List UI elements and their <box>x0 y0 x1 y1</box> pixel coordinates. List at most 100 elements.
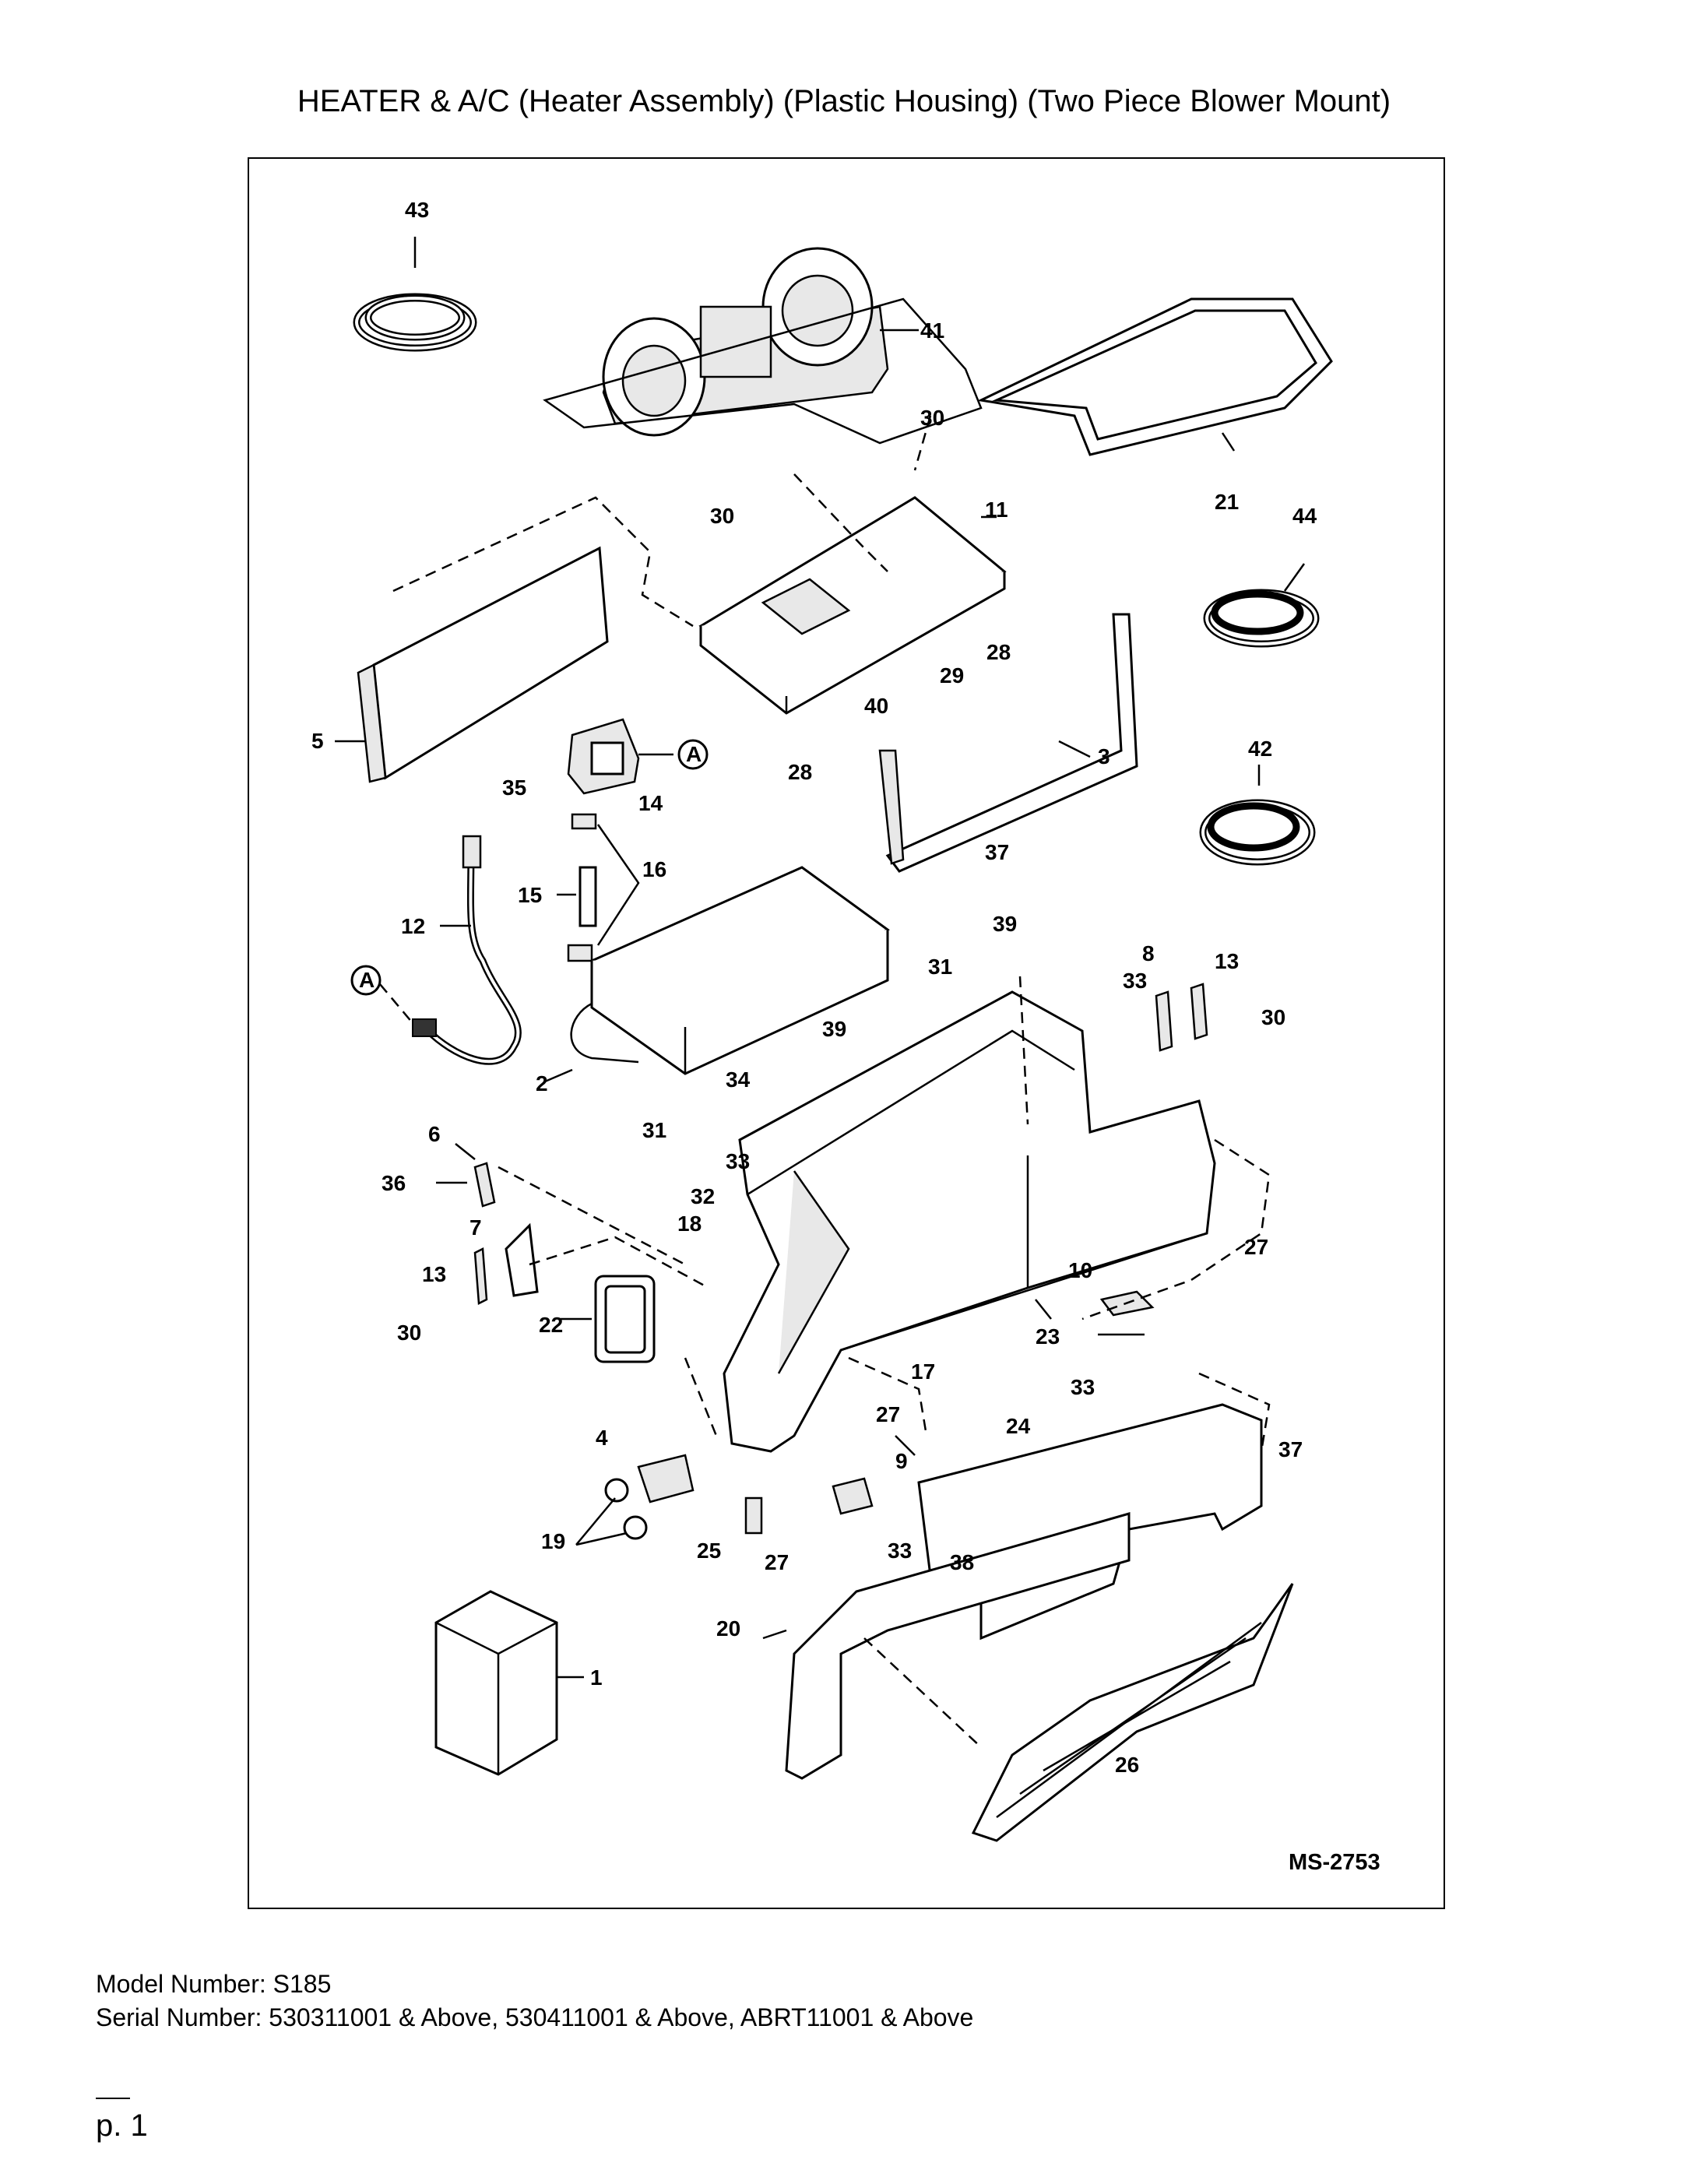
callout-34: 34 <box>726 1067 751 1092</box>
parts-diagram: 43 41 30 21 44 30 11 28 29 40 5 35 14 28… <box>248 157 1445 1909</box>
callout-11: 11 <box>985 498 1008 522</box>
callout-14: 14 <box>638 791 663 815</box>
callout-12: 12 <box>401 914 425 938</box>
part-3-bracket <box>878 613 1138 873</box>
callout-25: 25 <box>697 1539 721 1563</box>
callout-17: 17 <box>911 1359 935 1384</box>
callout-22: 22 <box>539 1313 563 1337</box>
part-7-bracket <box>473 1222 539 1305</box>
callout-13: 13 <box>1215 949 1239 973</box>
part-19-grommets <box>575 1478 648 1546</box>
callout-16: 16 <box>642 857 666 881</box>
callout-27b: 27 <box>876 1402 900 1426</box>
callout-19: 19 <box>541 1529 565 1553</box>
part-21-seal <box>543 297 1333 456</box>
callout-13b: 13 <box>422 1262 446 1286</box>
part-12-hose <box>412 835 522 1065</box>
dashed-leader <box>913 415 932 471</box>
callout-27: 27 <box>1244 1235 1268 1259</box>
callout-30d: 30 <box>397 1321 421 1345</box>
part-25-drain <box>744 1496 763 1535</box>
dashed-leader <box>1198 1372 1271 1453</box>
dashed-leader <box>1081 1138 1271 1321</box>
callout-40: 40 <box>864 694 888 718</box>
callout-33d: 33 <box>888 1539 912 1563</box>
callout-27c: 27 <box>765 1550 789 1574</box>
part-4-bracket <box>637 1454 695 1503</box>
callout-10: 10 <box>1068 1258 1092 1282</box>
callout-18: 18 <box>677 1212 702 1236</box>
dashed-leader <box>1018 976 1029 1125</box>
callout-36: 36 <box>382 1171 406 1195</box>
callout-9: 9 <box>895 1449 908 1473</box>
callout-38: 38 <box>950 1550 974 1574</box>
callout-33c: 33 <box>1071 1375 1095 1399</box>
callout-29: 29 <box>940 663 964 688</box>
dashed-leader <box>529 1236 709 1289</box>
callout-41: 41 <box>920 318 944 343</box>
page-number: p. 1 <box>96 2108 148 2143</box>
callout-35: 35 <box>502 775 526 800</box>
part-8-bracket <box>1155 983 1208 1052</box>
callout-2: 2 <box>536 1071 548 1096</box>
part-22-seal <box>561 1275 656 1363</box>
callout-1: 1 <box>590 1665 603 1690</box>
model-number: Model Number: S185 <box>96 1970 332 1998</box>
callout-37b: 37 <box>1278 1437 1303 1461</box>
part-9-bracket <box>832 1477 874 1515</box>
part-2-heater-core <box>544 866 890 1083</box>
callout-42: 42 <box>1248 737 1272 761</box>
part-5-bracket <box>335 546 609 783</box>
part-6-bracket <box>436 1143 496 1208</box>
part-42-hose-coil <box>1199 765 1316 866</box>
callout-24: 24 <box>1006 1414 1031 1438</box>
callout-43: 43 <box>405 198 429 222</box>
callout-a-left <box>350 965 413 1024</box>
callout-a-left-label: A <box>359 968 375 992</box>
callout-39b: 39 <box>822 1017 846 1041</box>
callout-4: 4 <box>596 1426 608 1450</box>
drawing-code: MS-2753 <box>1289 1850 1380 1875</box>
serial-number: Serial Number: 530311001 & Above, 530411… <box>96 2003 974 2031</box>
callout-33b: 33 <box>726 1149 750 1173</box>
callout-20: 20 <box>716 1616 740 1641</box>
callout-37: 37 <box>985 840 1009 864</box>
callout-39: 39 <box>993 912 1017 936</box>
callout-31b: 31 <box>642 1118 666 1142</box>
callout-28b: 28 <box>788 760 812 784</box>
page-divider <box>96 2098 130 2099</box>
dashed-leader <box>392 496 694 628</box>
dashed-leader <box>684 1357 718 1437</box>
dashed-leader <box>848 1356 928 1437</box>
callout-7: 7 <box>469 1215 482 1240</box>
callout-26: 26 <box>1115 1753 1139 1777</box>
callout-a-top <box>677 739 709 770</box>
part-44-hose-coil <box>1203 563 1320 648</box>
callout-28: 28 <box>986 640 1011 664</box>
callout-15: 15 <box>518 883 542 907</box>
page-title: HEATER & A/C (Heater Assembly) (Plastic … <box>297 84 1391 118</box>
part-15-filter <box>557 813 640 962</box>
callout-3: 3 <box>1098 744 1110 768</box>
callout-30b: 30 <box>710 504 734 528</box>
part-23-housing <box>723 990 1216 1453</box>
callout-44: 44 <box>1292 504 1317 528</box>
part-1-box <box>434 1590 584 1776</box>
callout-8: 8 <box>1142 941 1155 965</box>
dashed-leader <box>863 1637 982 1748</box>
part-14-valve <box>567 718 673 795</box>
part-11-mount <box>698 496 1007 715</box>
callout-31: 31 <box>928 955 952 979</box>
callout-5: 5 <box>311 729 324 753</box>
part-43-hose-coil <box>353 237 477 352</box>
callout-21: 21 <box>1215 490 1239 514</box>
part-20-cover <box>762 1512 1131 1780</box>
callout-a-top-label: A <box>686 742 702 766</box>
callout-30: 30 <box>920 406 944 430</box>
callout-23: 23 <box>1036 1324 1060 1349</box>
callout-6: 6 <box>428 1122 441 1146</box>
callout-30c: 30 <box>1261 1005 1285 1029</box>
part-26-grille <box>971 1583 1294 1842</box>
callout-32: 32 <box>691 1184 715 1208</box>
part-10-bracket <box>1098 1290 1155 1336</box>
